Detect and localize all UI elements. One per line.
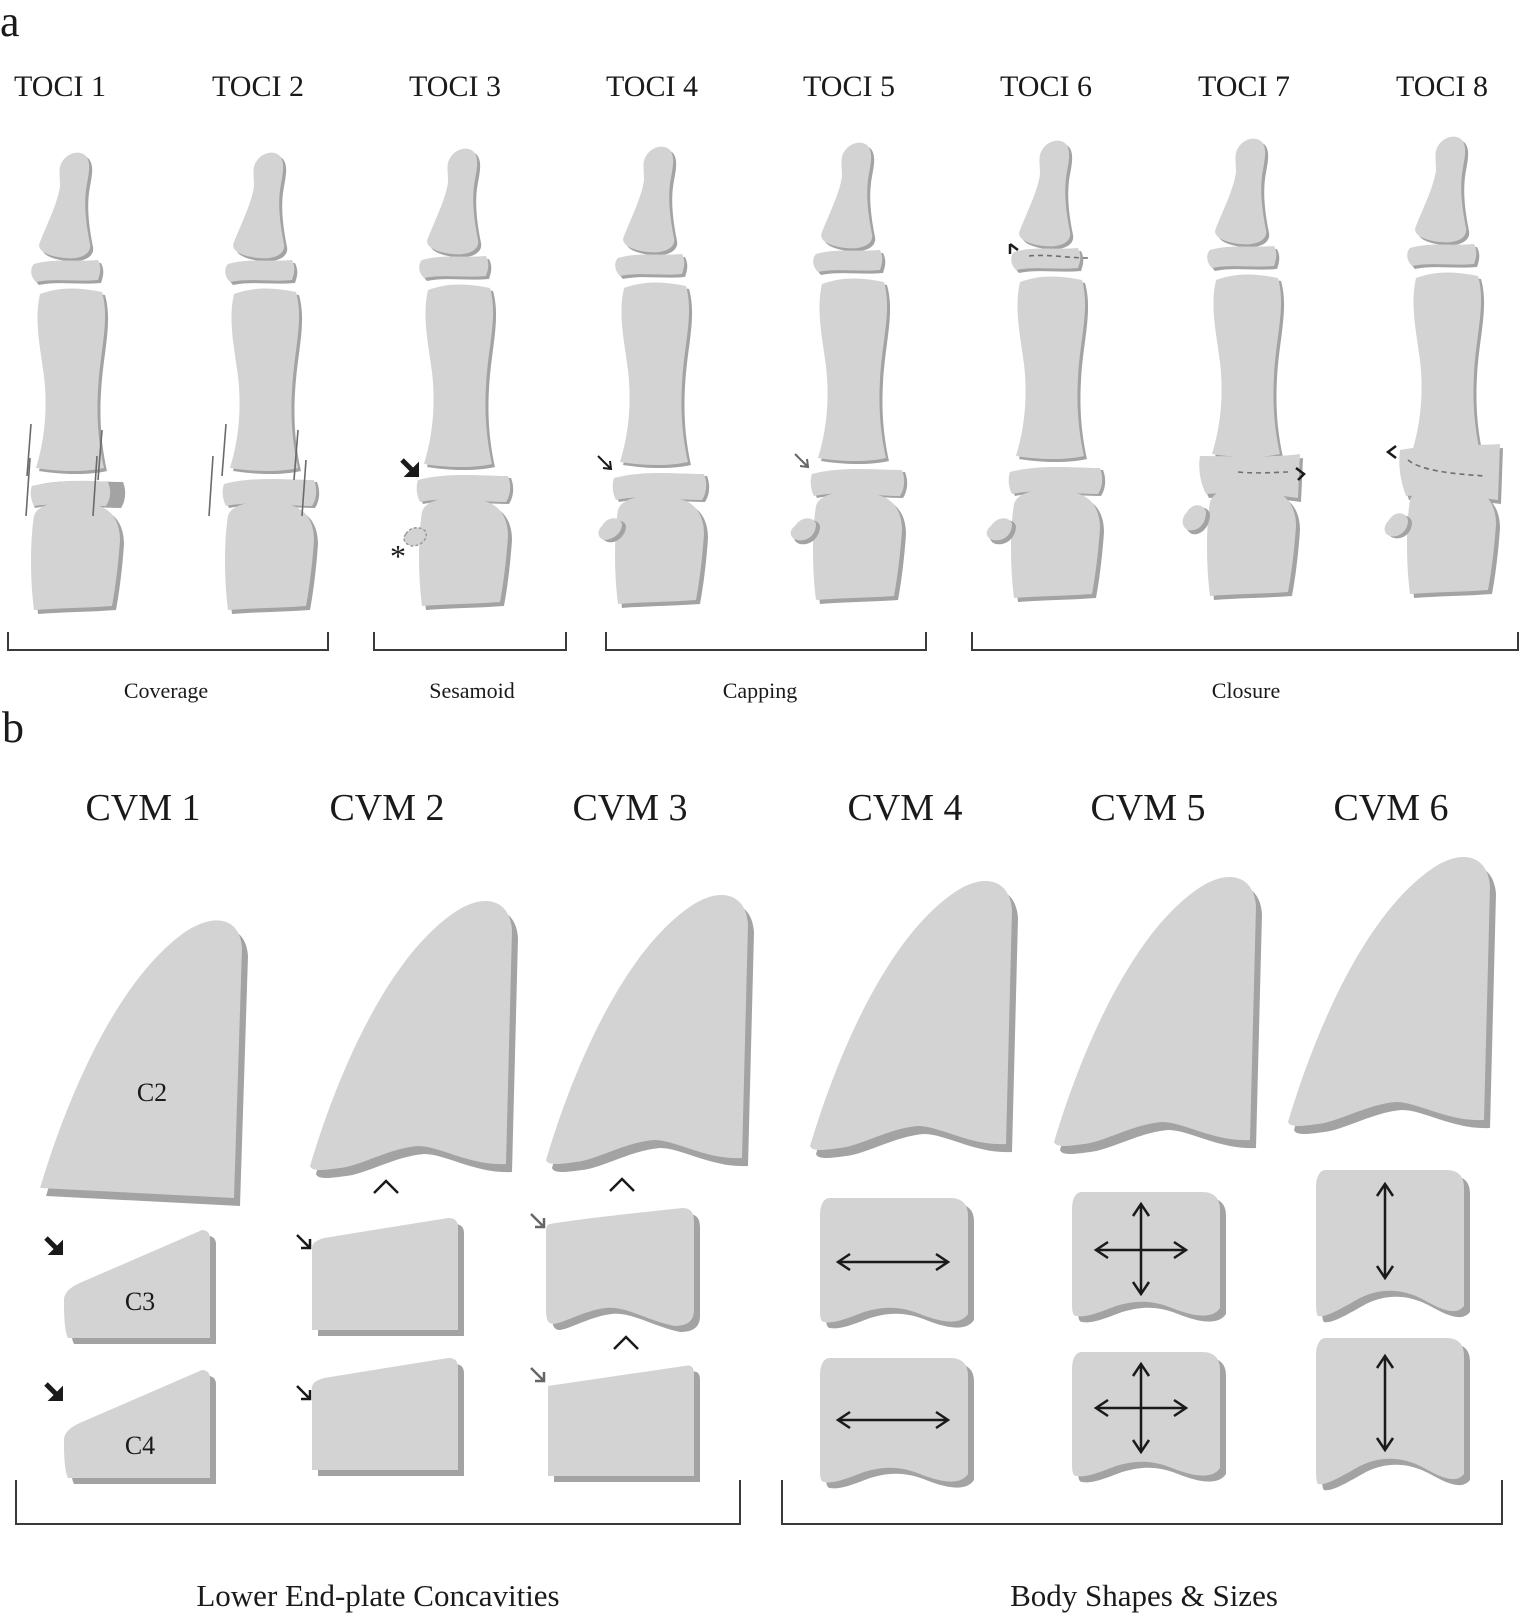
toci-5-finger [810, 142, 908, 604]
toci-2-finger [222, 152, 320, 614]
panel-b-brackets [15, 1480, 1503, 1525]
closure-chevrons [1008, 243, 1397, 481]
toci-6-closure-line [1028, 254, 1089, 259]
panel-b-letter: b [2, 703, 24, 752]
sesamoid-label: Sesamoid [429, 678, 515, 703]
toci-1-label: TOCI 1 [14, 70, 106, 103]
cvm-4-c2 [810, 880, 1018, 1158]
cvm-3-c2 [546, 894, 754, 1172]
cvm-6-c2 [1288, 856, 1496, 1134]
concavity-chevrons [373, 1177, 639, 1350]
cvm-2-label: CVM 2 [329, 787, 445, 829]
toci-6-finger [1008, 140, 1106, 602]
cvm-1-c4 [64, 1370, 216, 1484]
body-shapes-label: Body Shapes & Sizes [1010, 1578, 1278, 1613]
cvm-1-c2 [40, 920, 248, 1206]
toci-2-label: TOCI 2 [212, 70, 304, 103]
cvm-3-c4 [548, 1365, 700, 1482]
cvm-6-c3 [1316, 1170, 1470, 1323]
cvm-5-label: CVM 5 [1090, 787, 1206, 829]
cvm-4-label: CVM 4 [847, 787, 963, 829]
cvm-5-c4 [1072, 1352, 1226, 1483]
cvm-6-c4 [1316, 1338, 1470, 1491]
coverage-lines [25, 423, 307, 517]
cvm-2-c4 [312, 1358, 464, 1476]
toci-7-closure-line [1237, 471, 1289, 474]
cvm-3-c3 [546, 1208, 700, 1332]
size-arrows [835, 1181, 1395, 1455]
c2-label: C2 [136, 1078, 168, 1107]
cvm-5-c3 [1072, 1192, 1226, 1323]
sesamoid-outline [403, 527, 428, 547]
toci-3-finger [416, 148, 514, 610]
capping-label: Capping [722, 678, 798, 703]
panel-a-brackets [7, 632, 1519, 651]
cvm-1-label: CVM 1 [85, 787, 201, 829]
toci-7-finger [1199, 138, 1303, 600]
sesamoid-bones [598, 505, 1412, 545]
cvm-5-c2 [1054, 876, 1262, 1154]
cvm-2-c2 [310, 900, 518, 1178]
toci-8-label: TOCI 8 [1396, 70, 1488, 103]
concavities-label: Lower End-plate Concavities [196, 1578, 560, 1613]
toci-4-finger [612, 146, 710, 608]
c3-label: C3 [124, 1287, 156, 1316]
cvm-2-c3 [312, 1218, 464, 1336]
c4-label: C4 [124, 1431, 156, 1460]
toci-6-label: TOCI 6 [1000, 70, 1092, 103]
cvm-6-label: CVM 6 [1333, 787, 1449, 829]
toci-8-finger [1399, 136, 1503, 598]
toci-4-label: TOCI 4 [606, 70, 698, 103]
toci-7-label: TOCI 7 [1198, 70, 1290, 103]
cvm-3-label: CVM 3 [572, 787, 688, 829]
closure-label: Closure [1211, 678, 1281, 703]
toci-1-finger [30, 152, 126, 614]
panel-b-arrows [44, 1213, 546, 1401]
sesamoid-asterisk: * [390, 538, 406, 574]
coverage-label: Coverage [123, 678, 209, 703]
toci-3-label: TOCI 3 [409, 70, 501, 103]
panel-a-arrows [400, 453, 810, 477]
panel-a-letter: a [0, 0, 20, 46]
toci-5-label: TOCI 5 [803, 70, 895, 103]
